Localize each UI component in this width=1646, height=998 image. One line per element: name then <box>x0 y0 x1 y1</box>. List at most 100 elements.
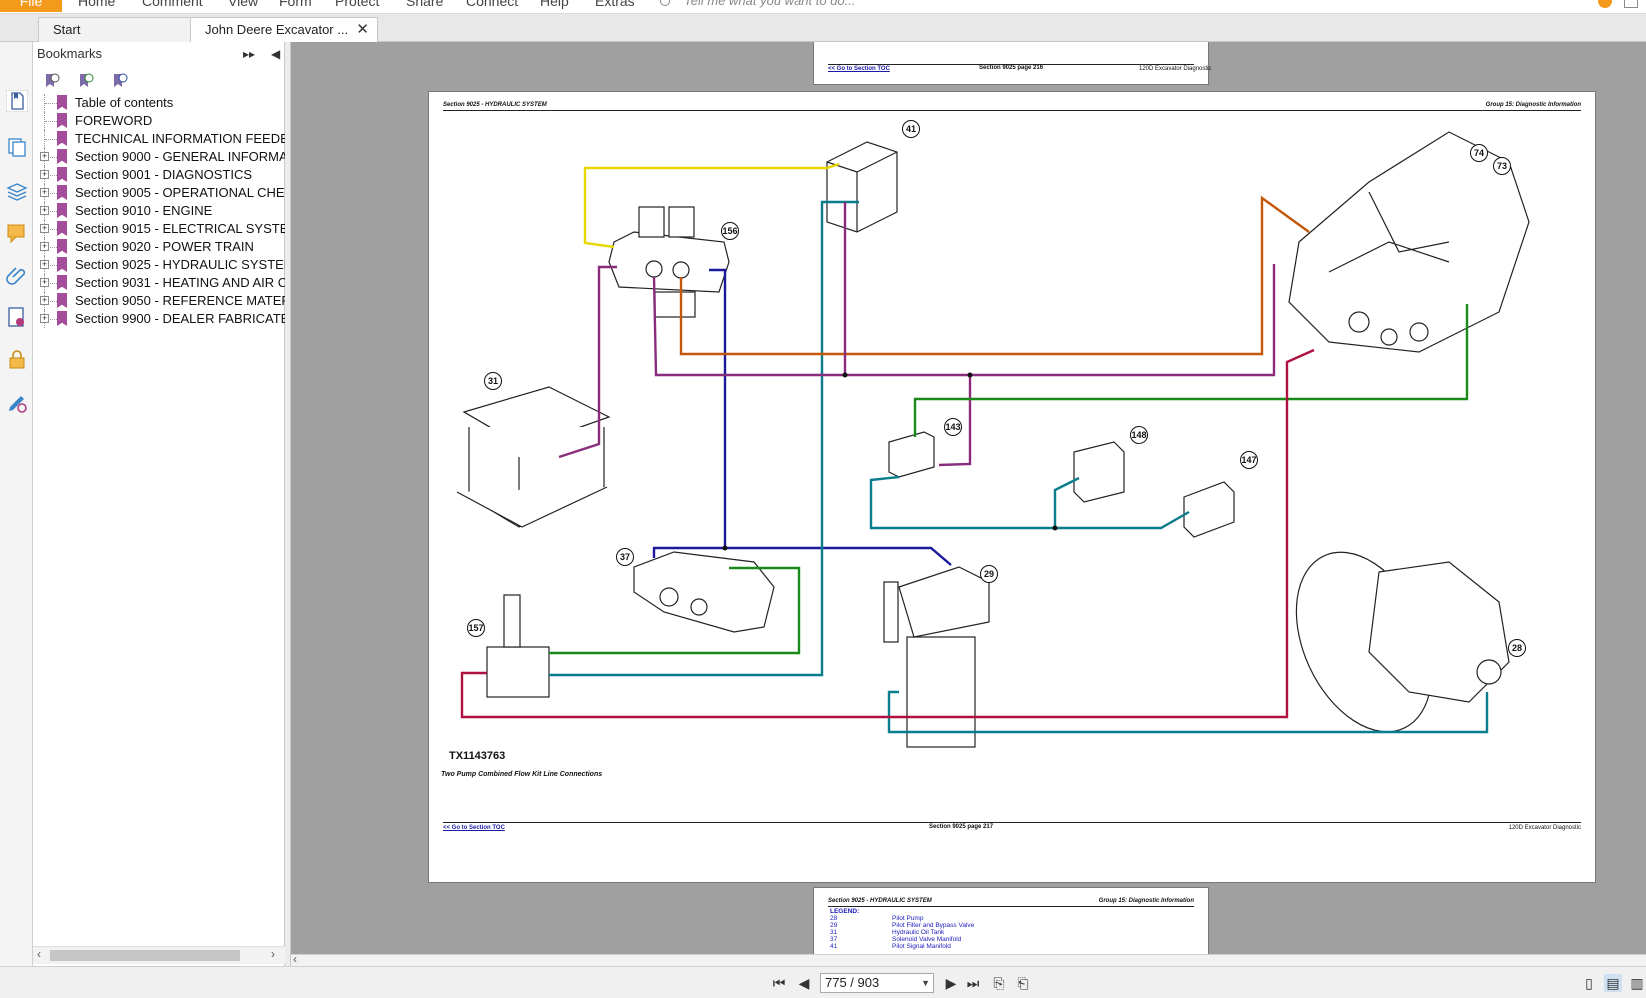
scrollbar-thumb[interactable] <box>50 950 240 961</box>
comments-icon[interactable] <box>6 222 28 244</box>
tree-guide <box>45 247 57 248</box>
bookmark-item[interactable]: +Section 9031 - HEATING AND AIR CONDITIO… <box>33 274 285 292</box>
menu-comment[interactable]: Comment <box>142 0 203 9</box>
add-bookmark-icon[interactable] <box>77 72 95 90</box>
toc-link[interactable]: << Go to Section TOC <box>443 825 505 831</box>
expand-icon[interactable]: + <box>40 169 49 179</box>
page-thumbnails-icon[interactable] <box>6 136 28 158</box>
last-page-icon[interactable]: ⏭ <box>966 975 980 991</box>
document-view[interactable]: << Go to Section TOC Section 9025 page 2… <box>291 42 1646 954</box>
panel-splitter[interactable] <box>285 42 291 966</box>
bookmark-item[interactable]: FOREWORD <box>33 112 285 130</box>
tab-document-label: John Deere Excavator ... <box>205 22 349 37</box>
bookmarks-panel-icon[interactable] <box>6 90 28 112</box>
find-bookmark-icon[interactable] <box>111 72 129 90</box>
signatures-icon[interactable] <box>6 306 28 328</box>
previous-view-icon[interactable]: ⎘ <box>993 975 1005 991</box>
layers-icon[interactable] <box>6 180 28 202</box>
menu-view[interactable]: View <box>228 0 259 9</box>
bookmark-label: Section 9020 - POWER TRAIN <box>75 239 254 254</box>
callout-147: 147 <box>1240 451 1258 469</box>
account-icon[interactable] <box>1598 0 1612 8</box>
bookmarks-horizontal-scrollbar[interactable]: ‹ › <box>33 946 285 964</box>
continuous-view-icon[interactable]: ▤ <box>1604 974 1622 992</box>
callout-31: 31 <box>484 372 502 390</box>
tree-guide <box>45 157 57 158</box>
menu-protect[interactable]: Protect <box>335 0 380 9</box>
junction-dots <box>722 372 1058 551</box>
certify-pen-icon[interactable] <box>6 392 28 414</box>
bookmark-item[interactable]: +Section 9010 - ENGINE <box>33 202 285 220</box>
document-horizontal-scrollbar[interactable]: ‹ <box>291 952 1646 966</box>
line-purple <box>558 202 1276 467</box>
menu-home[interactable]: Home <box>78 0 116 9</box>
bookmarks-title: Bookmarks <box>37 46 103 61</box>
expand-icon[interactable]: + <box>40 277 49 287</box>
bookmark-item[interactable]: TECHNICAL INFORMATION FEEDBACK <box>33 130 285 148</box>
prev-page-label: Section 9025 page 216 <box>979 65 1044 71</box>
tree-guide <box>45 265 57 266</box>
window-options-icon[interactable] <box>1624 0 1638 8</box>
expand-icon[interactable]: + <box>40 241 49 251</box>
pilot-signal-manifold-41 <box>826 141 898 233</box>
bookmark-icon <box>57 185 67 200</box>
expand-icon[interactable]: + <box>40 313 49 323</box>
page-header-left: Section 9025 - HYDRAULIC SYSTEM <box>443 102 547 108</box>
bookmark-label: Section 9001 - DIAGNOSTICS <box>75 167 253 182</box>
bookmark-icon <box>57 131 67 146</box>
menu-extras[interactable]: Extras <box>595 0 635 9</box>
legend-number: 31 <box>830 929 838 936</box>
callout-156: 156 <box>721 222 739 240</box>
expand-icon[interactable]: + <box>40 205 49 215</box>
menu-share[interactable]: Share <box>406 0 444 9</box>
delete-bookmark-icon[interactable] <box>43 72 61 90</box>
bookmark-item[interactable]: +Section 9050 - REFERENCE MATERIAL <box>33 292 285 310</box>
bookmark-label: Table of contents <box>75 95 174 110</box>
expand-icon[interactable]: + <box>40 259 49 269</box>
page-number-input[interactable]: 775 / 903 ▼ <box>820 973 934 993</box>
expand-panel-icon[interactable]: ▸▸ <box>243 47 256 61</box>
collapse-panel-icon[interactable]: ◀ <box>271 47 281 61</box>
facing-view-icon[interactable]: ▥ <box>1630 975 1644 991</box>
file-menu-button[interactable]: File <box>0 0 62 12</box>
bookmark-icon <box>57 203 67 218</box>
single-page-view-icon[interactable]: ▯ <box>1585 975 1593 991</box>
lock-icon[interactable] <box>6 348 28 370</box>
previous-page-icon[interactable]: ◀ <box>798 975 810 991</box>
callout-74: 74 <box>1470 144 1488 162</box>
bookmark-item[interactable]: +Section 9005 - OPERATIONAL CHECKOUT <box>33 184 285 202</box>
bookmark-item[interactable]: +Section 9900 - DEALER FABRICATED <box>33 310 285 328</box>
next-view-icon[interactable]: ⎗ <box>1017 975 1029 991</box>
scroll-right-icon[interactable]: › <box>271 947 275 961</box>
tab-document[interactable]: John Deere Excavator ... ✕ <box>190 17 378 42</box>
menu-connect[interactable]: Connect <box>466 0 519 9</box>
expand-icon[interactable]: + <box>40 151 49 161</box>
legend-description: Hydraulic Oil Tank <box>892 929 945 936</box>
expand-icon[interactable]: + <box>40 223 49 233</box>
bookmark-item[interactable]: + Section 9020 - POWER TRAIN <box>33 238 285 256</box>
doc-scroll-left-icon[interactable]: ‹ <box>293 952 297 966</box>
prev-toc-link[interactable]: << Go to Section TOC <box>828 66 890 72</box>
next-page-icon[interactable]: ▶ <box>945 975 957 991</box>
hydraulic-diagram <box>456 131 1530 748</box>
attachments-icon[interactable] <box>6 264 28 286</box>
expand-icon[interactable]: + <box>40 295 49 305</box>
tell-me-search[interactable]: Tell me what you want to do... <box>684 0 856 8</box>
bookmark-item[interactable]: + Section 9001 - DIAGNOSTICS <box>33 166 285 184</box>
figure-id: TX1143763 <box>449 750 506 762</box>
close-tab-icon[interactable]: ✕ <box>356 21 369 38</box>
bookmark-item[interactable]: Table of contents <box>33 94 285 112</box>
page-dropdown-icon[interactable]: ▼ <box>921 978 930 988</box>
bookmark-item[interactable]: +Section 9000 - GENERAL INFORMATION <box>33 148 285 166</box>
bookmark-item[interactable]: +Section 9025 - HYDRAULIC SYSTEM <box>33 256 285 274</box>
bookmark-item[interactable]: +Section 9015 - ELECTRICAL SYSTEM <box>33 220 285 238</box>
bookmark-icon <box>57 221 67 236</box>
next-header-right: Group 15: Diagnostic Information <box>1098 898 1194 904</box>
menu-help[interactable]: Help <box>540 0 569 9</box>
page-header-right: Group 15: Diagnostic Information <box>1485 102 1581 108</box>
menu-form[interactable]: Form <box>279 0 312 9</box>
first-page-icon[interactable]: ⏮ <box>772 975 786 991</box>
scroll-left-icon[interactable]: ‹ <box>37 947 41 961</box>
tab-start[interactable]: Start <box>38 17 192 42</box>
expand-icon[interactable]: + <box>40 187 49 197</box>
